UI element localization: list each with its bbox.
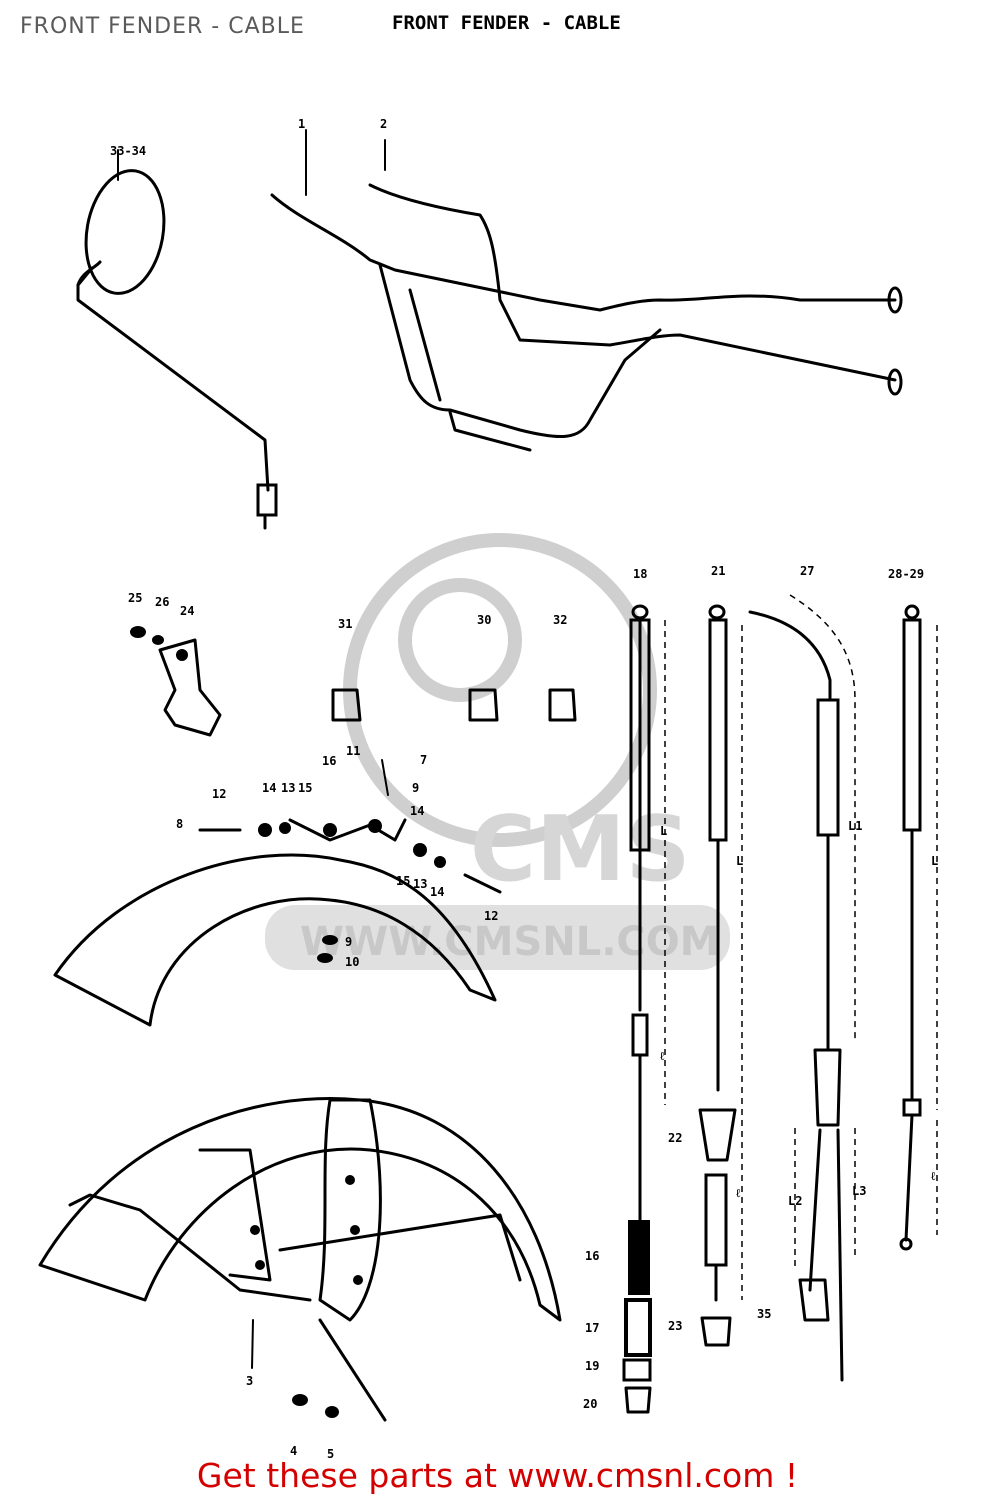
label-7: 7: [420, 753, 427, 767]
cable-28-29: [899, 604, 938, 1251]
label-9: 9: [412, 781, 419, 795]
label-21: 21: [711, 564, 725, 578]
label-31: 31: [338, 617, 352, 631]
mirror-part: [76, 149, 278, 530]
label-27: 27: [800, 564, 814, 578]
label-17: 17: [585, 1321, 599, 1335]
label-4: 4: [290, 1444, 297, 1458]
label-10: 10: [345, 955, 359, 969]
label-13: 13: [281, 781, 295, 795]
cable-21: [698, 604, 743, 1347]
page-header-title: FRONT FENDER - CABLE: [20, 14, 305, 39]
label-2: 2: [380, 117, 387, 131]
label-23: 23: [668, 1319, 682, 1333]
label-1: 1: [298, 117, 305, 131]
dim-L3-27: L3: [852, 1184, 866, 1198]
handlebar-part: [270, 129, 903, 452]
front-fender-lower: [38, 1097, 562, 1422]
dim-L-18: L: [660, 824, 667, 838]
dim-L-21: L: [736, 854, 743, 868]
label-33-34: 33-34: [110, 144, 146, 158]
label-14-b: 14: [410, 804, 424, 818]
dim-L2-27: L2: [788, 1194, 802, 1208]
label-3: 3: [246, 1374, 253, 1388]
label-16: 16: [322, 754, 336, 768]
dim-l-18: ℓ: [659, 1049, 665, 1063]
label-28-29: 28-29: [888, 567, 924, 581]
label-20: 20: [583, 1397, 597, 1411]
label-5: 5: [327, 1447, 334, 1461]
label-12: 12: [212, 787, 226, 801]
label-15: 15: [298, 781, 312, 795]
label-12-b: 12: [484, 909, 498, 923]
cable-guides: [331, 688, 577, 722]
dim-L-28-29: L: [931, 854, 938, 868]
dim-L1-27: L1: [848, 819, 862, 833]
watermark-text: WWW.CMSNL.COM: [300, 919, 720, 965]
part-labels: 1 2 33-34 25 26 24 31 30 32 7 9 11 16 14…: [110, 117, 938, 1461]
label-25: 25: [128, 591, 142, 605]
label-18: 18: [633, 567, 647, 581]
dim-l-21: ℓ: [735, 1186, 741, 1200]
diagram-title: FRONT FENDER - CABLE: [392, 12, 621, 34]
bracket-part: [130, 626, 222, 737]
label-19: 19: [585, 1359, 599, 1373]
label-14: 14: [262, 781, 276, 795]
footer-cta-link[interactable]: Get these parts at www.cmsnl.com !: [196, 1456, 799, 1495]
label-30: 30: [477, 613, 491, 627]
label-26: 26: [155, 595, 169, 609]
label-24: 24: [180, 604, 194, 618]
label-15-b: 15: [396, 874, 410, 888]
label-16-b: 16: [585, 1249, 599, 1263]
watermark-logo-text: CMS: [470, 797, 690, 902]
label-35: 35: [757, 1307, 771, 1321]
label-11: 11: [346, 744, 360, 758]
dim-l-28-29: ℓ: [930, 1169, 936, 1183]
front-fender-upper: [53, 759, 502, 1027]
label-8: 8: [176, 817, 183, 831]
label-32: 32: [553, 613, 567, 627]
cable-27: [748, 594, 856, 1382]
label-14-c: 14: [430, 885, 444, 899]
label-9-b: 9: [345, 935, 352, 949]
label-13-b: 13: [413, 877, 427, 891]
cable-18: [622, 604, 666, 1414]
label-22: 22: [668, 1131, 682, 1145]
